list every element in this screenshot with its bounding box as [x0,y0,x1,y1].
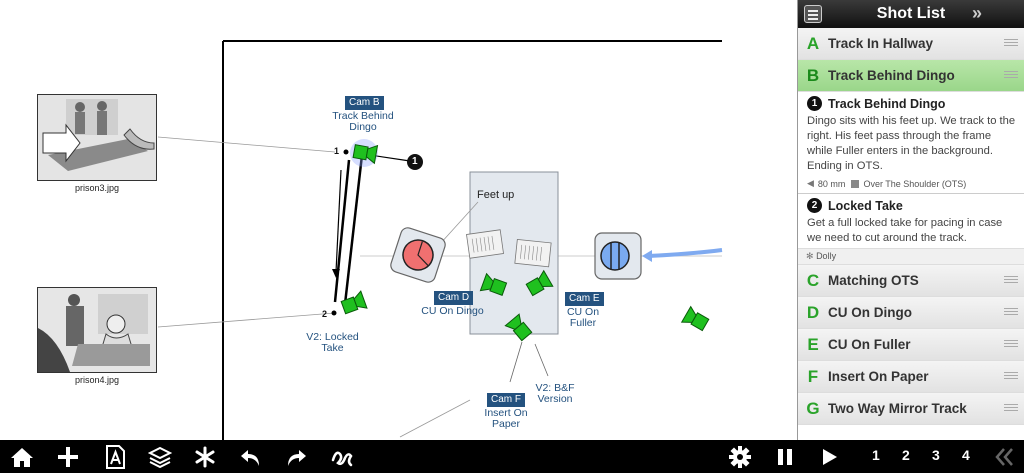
shot-row-e[interactable]: E CU On Fuller [798,329,1024,361]
camera-tag-f[interactable]: Cam F [487,393,525,407]
drag-handle-icon[interactable] [1004,372,1018,382]
panel-title: Shot List [876,5,946,22]
camera-label-v2-bf: V2: B&F Version [535,382,575,405]
drag-handle-icon[interactable] [1004,340,1018,350]
shot-row-g[interactable]: G Two Way Mirror Track [798,393,1024,425]
detail-title: Locked Take [828,198,903,213]
shot-letter: G [806,398,820,418]
shot-letter: C [806,270,820,290]
page-button-1[interactable]: 1 [872,447,880,463]
drag-handle-icon[interactable] [1004,71,1018,81]
play-icon[interactable] [816,444,842,470]
track-point-2: 2 [322,309,328,319]
gear-icon: ✻ [806,251,814,261]
character-fuller [594,232,642,280]
storyboard-sketch-icon [38,95,156,180]
snap-icon[interactable] [192,444,218,470]
home-icon[interactable] [9,444,35,470]
redo-icon[interactable] [283,444,309,470]
shot-letter: A [806,33,820,53]
drag-handle-icon[interactable] [1004,276,1018,286]
floorplan-canvas[interactable]: 1 1 2 prison3.jpg [0,0,797,440]
camera-label-e: CU On Fuller [566,306,600,329]
camera-g-icon [680,305,710,332]
detail-number-badge: 1 [807,96,822,111]
camera-f-icon [504,313,533,342]
storyboard-thumbnail[interactable] [37,287,157,373]
track-point-1: 1 [334,146,340,156]
text-tool-icon[interactable] [102,444,128,470]
shot-row-a[interactable]: A Track In Hallway [798,28,1024,60]
pause-icon[interactable] [772,444,798,470]
thumbnail-caption: prison3.jpg [74,183,120,193]
shot-letter: E [807,334,819,354]
page-button-4[interactable]: 4 [962,447,970,463]
camera-b2-icon [340,290,368,315]
detail-number-badge: 2 [807,198,822,213]
double-chevron-left-icon[interactable] [992,444,1018,470]
shot-list-panel: Shot List » A Track In Hallway B Track B… [797,0,1024,473]
shot-row-b[interactable]: B Track Behind Dingo [798,60,1024,92]
shot-detail-2[interactable]: 2 Locked Take Get a full locked take for… [798,194,1024,248]
camera-label-b: Track Behind Dingo [332,110,394,133]
menu-icon[interactable] [804,5,822,23]
add-icon[interactable] [55,444,81,470]
lens-icon: ◀ [807,178,814,188]
shot-name: Insert On Paper [828,369,929,384]
bottom-toolbar: 1 2 3 4 [0,440,1024,473]
camera-tag-d[interactable]: Cam D [434,291,474,305]
storyboard-sketch-icon [38,288,156,372]
camera-tag-b[interactable]: Cam B [345,96,384,110]
page-button-2[interactable]: 2 [902,447,910,463]
shot-letter: B [806,65,820,85]
movement-value: Dolly [816,251,837,261]
movement-info: ✻ Dolly [798,248,1024,265]
camera-label-v2-locked: V2: Locked Take [306,331,359,354]
shot-name: CU On Fuller [828,337,911,352]
detail-title: Track Behind Dingo [828,96,946,111]
shot-letter: F [807,366,819,386]
framing-value: Over The Shoulder (OTS) [863,178,967,189]
thumbnail-caption: prison4.jpg [74,375,120,385]
drag-handle-icon[interactable] [1004,308,1018,318]
lens-value: 80 mm [817,178,846,189]
shot-detail-1[interactable]: 1 Track Behind Dingo Dingo sits with his… [798,92,1024,194]
shot-name: Matching OTS [828,273,919,288]
camera-label-d: CU On Dingo [421,305,484,317]
floorplan-drawing [157,40,723,440]
detail-description: Dingo sits with his feet up. We track to… [807,115,1016,172]
camera-b-icon [350,139,379,167]
shot-marker-label: 1 [412,156,418,167]
camera-tag-e[interactable]: Cam E [565,292,604,306]
shot-row-f[interactable]: F Insert On Paper [798,361,1024,393]
shot-row-d[interactable]: D CU On Dingo [798,297,1024,329]
framing-icon [851,179,860,188]
freehand-draw-icon[interactable] [329,444,355,470]
shot-list-header: Shot List » [798,0,1024,28]
shot-name: Two Way Mirror Track [828,401,967,416]
shot-letter: D [806,302,820,322]
collapse-panel-icon[interactable]: » [971,3,982,23]
camera-label-f: Insert On Paper [484,407,528,430]
character-dingo [390,227,446,283]
drag-handle-icon[interactable] [1004,39,1018,49]
settings-gear-icon[interactable] [727,444,753,470]
shot-name: Track In Hallway [828,36,934,51]
drag-handle-icon[interactable] [1004,404,1018,414]
shot-marker-icon [407,154,423,170]
undo-icon[interactable] [238,444,264,470]
camera-d-icon [479,272,508,296]
paper-prop [466,229,504,259]
shot-name: Track Behind Dingo [828,68,955,83]
page-button-3[interactable]: 3 [932,447,940,463]
camera-e-icon [525,269,554,297]
shot-name: CU On Dingo [828,305,912,320]
annotation-note[interactable]: Feet up [477,189,515,201]
shot-row-c[interactable]: C Matching OTS [798,265,1024,297]
detail-description: Get a full locked take for pacing in cas… [807,217,1003,244]
paper-prop [514,238,552,268]
storyboard-thumbnail[interactable] [37,94,157,181]
layers-icon[interactable] [147,444,173,470]
